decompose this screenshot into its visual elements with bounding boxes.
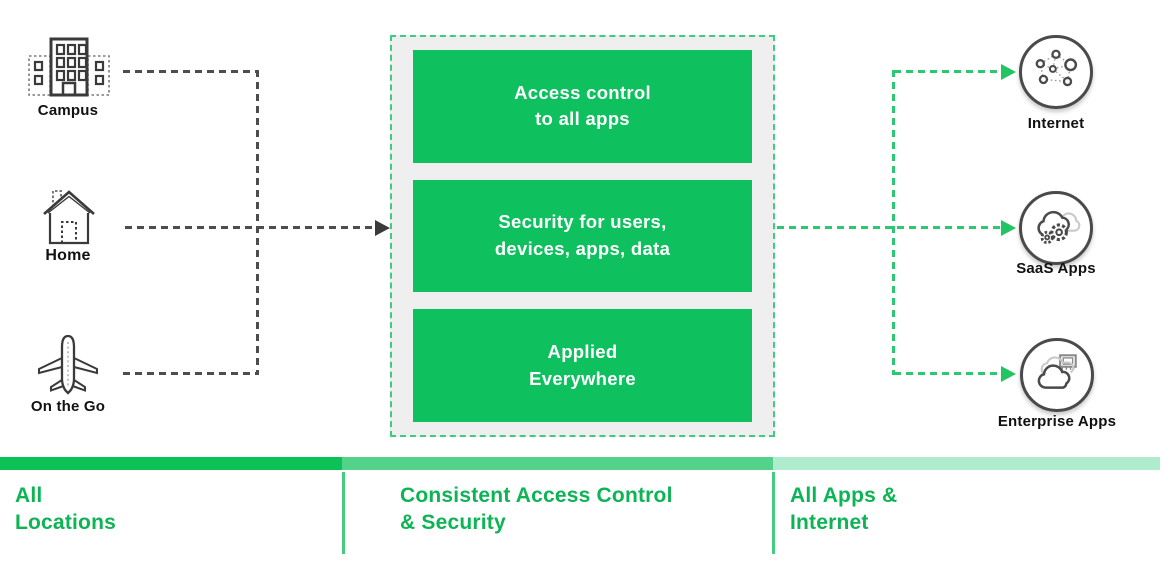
connector-saas-line (777, 226, 1002, 229)
destination-label-internet: Internet (1027, 115, 1085, 132)
source-label-campus: Campus (37, 102, 99, 119)
connector-enterprise-line (894, 372, 1002, 375)
destination-label-enterprise-apps: Enterprise Apps (997, 413, 1117, 430)
arrowhead-into-panel (375, 220, 390, 236)
destination-internet (1019, 35, 1093, 109)
connector-campus-line (123, 70, 258, 73)
home-icon (42, 186, 96, 251)
connector-onthego-line (123, 372, 258, 375)
cloud-server-icon (1032, 352, 1082, 399)
footer-bar-segment-security (342, 457, 773, 470)
arrowhead-saas (1001, 220, 1016, 236)
section-title-all-locations: All Locations (15, 484, 116, 534)
destination-enterprise-apps (1020, 338, 1094, 412)
panel-box-security: Security for users, devices, apps, data (413, 179, 752, 293)
section-title-consistent-access: Consistent Access Control & Security (400, 484, 673, 534)
footer-divider-1 (342, 472, 345, 554)
connector-merge-line (256, 70, 259, 375)
security-panel: Access control to all apps Security for … (390, 35, 775, 437)
internet-network-icon (1033, 47, 1079, 98)
source-label-on-the-go: On the Go (30, 398, 106, 415)
panel-box-access-control: Access control to all apps (413, 50, 752, 163)
destination-label-saas-apps: SaaS Apps (1016, 260, 1096, 277)
destination-saas-apps (1019, 191, 1093, 265)
footer-divider-2 (772, 472, 775, 554)
arrowhead-internet (1001, 64, 1016, 80)
connector-internet-line (894, 70, 1002, 73)
campus-building-icon (26, 36, 112, 103)
source-label-home: Home (45, 247, 91, 264)
footer-bar-segment-apps (773, 457, 1160, 470)
footer-bar-segment-locations (0, 457, 342, 470)
connector-home-line (125, 226, 376, 229)
connector-branch-line (892, 70, 895, 375)
arrowhead-enterprise (1001, 366, 1016, 382)
cloud-gears-icon (1031, 205, 1081, 252)
panel-box-applied-everywhere: Applied Everywhere (413, 309, 752, 423)
airplane-icon (36, 334, 100, 401)
section-title-all-apps-internet: All Apps & Internet (790, 484, 898, 534)
